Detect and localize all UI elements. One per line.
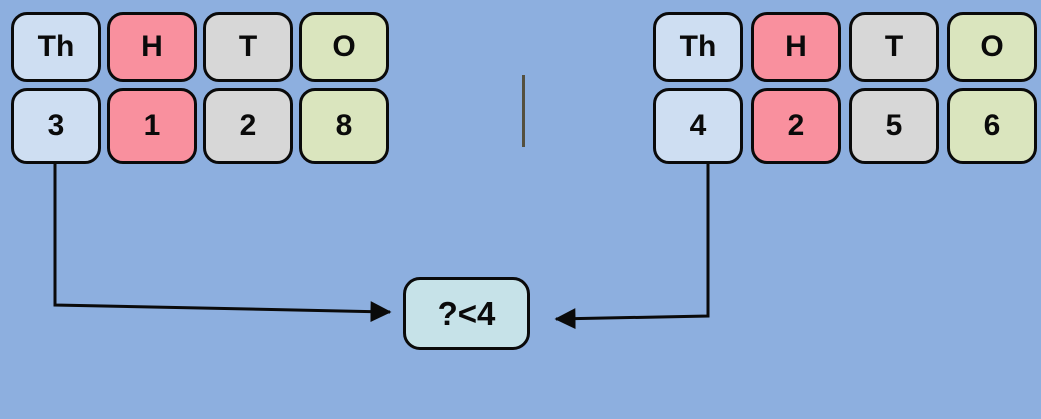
- left-header-tens-card: T: [203, 12, 293, 82]
- left-header-row: Th H T O: [11, 12, 389, 82]
- card-label: 8: [335, 109, 353, 142]
- card-label: 3: [47, 109, 65, 142]
- card-label: 6: [983, 109, 1001, 142]
- card-label: 1: [143, 109, 161, 142]
- card-label: Th: [37, 30, 75, 63]
- left-digit-ones-card: 8: [299, 88, 389, 164]
- card-label: O: [980, 30, 1004, 63]
- right-number-panel: Th H T O 4 2 5 6: [653, 12, 1037, 164]
- right-digit-row: 4 2 5 6: [653, 88, 1037, 164]
- left-header-ones-card: O: [299, 12, 389, 82]
- card-label: H: [785, 30, 807, 63]
- left-header-hundreds-card: H: [107, 12, 197, 82]
- right-digit-ones-card: 6: [947, 88, 1037, 164]
- divider-line: [522, 75, 525, 147]
- card-label: 4: [689, 109, 707, 142]
- card-label: 2: [239, 109, 257, 142]
- comparison-box: ?<4: [403, 277, 530, 350]
- comparison-box-label: ?<4: [437, 294, 496, 332]
- right-header-thousands-card: Th: [653, 12, 743, 82]
- left-digit-row: 3 1 2 8: [11, 88, 389, 164]
- card-label: H: [141, 30, 163, 63]
- left-digit-thousands-card: 3: [11, 88, 101, 164]
- card-label: 5: [885, 109, 903, 142]
- card-label: T: [238, 30, 258, 63]
- left-digit-hundreds-card: 1: [107, 88, 197, 164]
- right-header-tens-card: T: [849, 12, 939, 82]
- right-header-hundreds-card: H: [751, 12, 841, 82]
- left-header-thousands-card: Th: [11, 12, 101, 82]
- right-header-row: Th H T O: [653, 12, 1037, 82]
- card-label: O: [332, 30, 356, 63]
- right-digit-hundreds-card: 2: [751, 88, 841, 164]
- right-digit-thousands-card: 4: [653, 88, 743, 164]
- card-label: T: [884, 30, 904, 63]
- card-label: Th: [679, 30, 717, 63]
- left-thousands-arrow: [53, 164, 392, 323]
- right-header-ones-card: O: [947, 12, 1037, 82]
- right-digit-tens-card: 5: [849, 88, 939, 164]
- card-label: 2: [787, 109, 805, 142]
- left-digit-tens-card: 2: [203, 88, 293, 164]
- left-number-panel: Th H T O 3 1 2 8: [11, 12, 389, 164]
- right-thousands-arrow: [554, 164, 710, 330]
